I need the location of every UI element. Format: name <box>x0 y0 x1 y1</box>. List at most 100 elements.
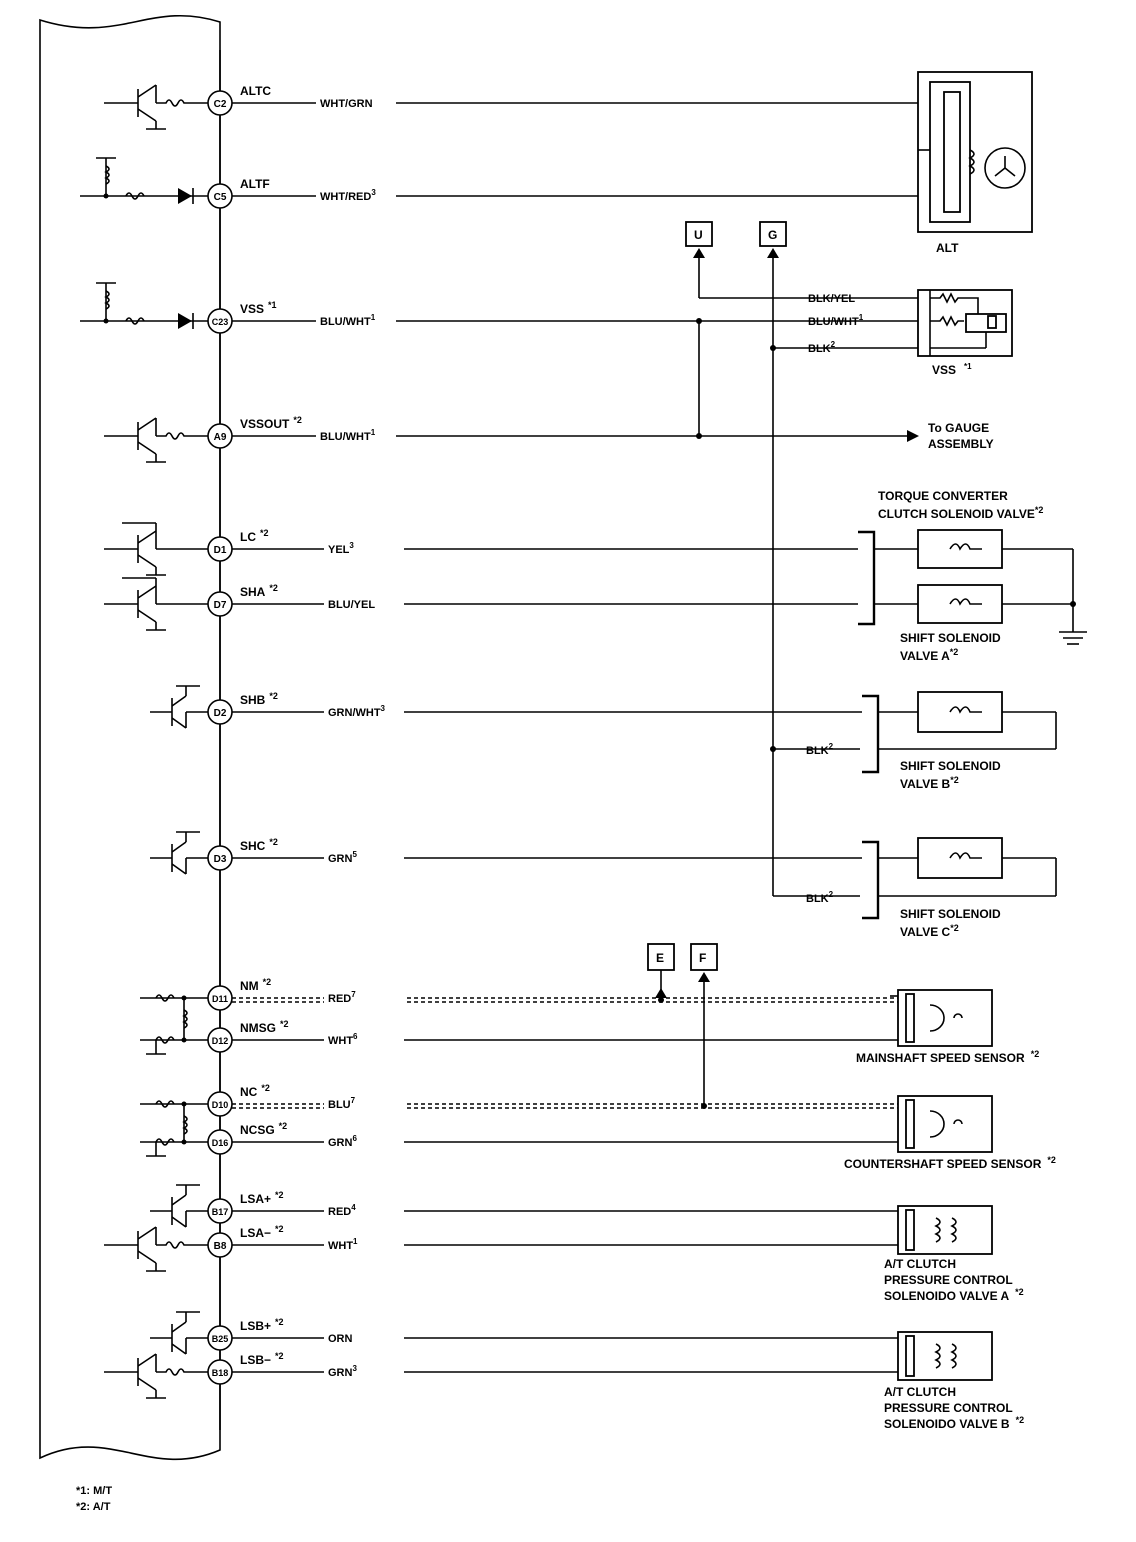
driver-rc <box>140 1100 208 1144</box>
wire-color: YEL3 <box>328 541 354 556</box>
pin-terminal: D7 <box>207 591 233 617</box>
signal-name: LSA−*2 <box>240 1224 284 1240</box>
pin-number: B25 <box>212 1334 229 1344</box>
connector-f: F <box>690 943 718 1109</box>
mainshaft-speed-sensor: MAINSHAFT SPEED SENSOR*2 <box>856 989 1039 1065</box>
pin-rows: C2ALTCWHT/GRNC5ALTFWHT/RED3C23VSS*1BLU/W… <box>207 84 918 1385</box>
pin-terminal: C23 <box>207 308 233 334</box>
pin-terminal: A9 <box>207 423 233 449</box>
wire-color: WHT1 <box>328 1237 358 1252</box>
pin-number: B8 <box>214 1241 227 1252</box>
shift-solenoid-b: BLK2 SHIFT SOLENOID VALVE B*2 <box>773 691 1057 791</box>
pin-terminal: D3 <box>207 845 233 871</box>
pin-terminal: D16 <box>207 1129 233 1155</box>
signal-name: ALTC <box>240 84 271 98</box>
lsa-solenoid: A/T CLUTCH PRESSURE CONTROL SOLENOIDO VA… <box>884 1205 1024 1303</box>
pin-terminal: B25 <box>207 1325 233 1351</box>
tcc-label-2: CLUTCH SOLENOID VALVE*2 <box>878 505 1043 521</box>
connector-f-label: F <box>699 951 706 965</box>
wire-color: GRN6 <box>328 1134 357 1149</box>
wire-color: BLU/YEL <box>328 599 375 611</box>
driver-pnp <box>150 831 208 875</box>
pin-terminal: D11 <box>207 985 233 1011</box>
signal-name: SHB*2 <box>240 691 278 707</box>
wire-color: WHT/RED3 <box>320 188 376 203</box>
signal-name: LSB−*2 <box>240 1351 284 1367</box>
pin-number: C5 <box>214 192 227 203</box>
driver-pnp <box>150 685 208 729</box>
pin-terminal: D2 <box>207 699 233 725</box>
driver-diode <box>80 282 208 329</box>
signal-name: LSB+*2 <box>240 1317 284 1333</box>
lsa-label-1: A/T CLUTCH <box>884 1257 956 1271</box>
vss-sensor-component: VSS*1 <box>917 289 1013 377</box>
connector-g: G <box>759 221 787 258</box>
pin-number: D16 <box>212 1138 229 1148</box>
pin-row: C2 ALTC WHT/GRN <box>207 84 918 116</box>
vss-wire-3: BLK2 <box>808 340 836 355</box>
lsa-label-2: PRESSURE CONTROL <box>884 1273 1013 1287</box>
signal-name: NM*2 <box>240 977 271 993</box>
pin-number: D3 <box>214 854 227 865</box>
shift-a-label-2: VALVE A*2 <box>900 647 958 663</box>
wire-color: WHT/GRN <box>320 98 373 110</box>
driver-rc <box>140 994 208 1038</box>
shift-b-label-2: VALVE B*2 <box>900 775 959 791</box>
wire-color: RED4 <box>328 1203 356 1218</box>
alternator-component: ALT <box>917 71 1033 255</box>
wire-color: RED7 <box>328 990 356 1005</box>
pin-number: B18 <box>212 1368 229 1378</box>
mainshaft-label: MAINSHAFT SPEED SENSOR*2 <box>856 1049 1039 1065</box>
driver-npn <box>104 84 208 130</box>
wire-color: WHT6 <box>328 1032 358 1047</box>
vss-wire-labels: BLK/YEL BLU/WHT1 BLK2 <box>808 293 864 355</box>
pin-number: D7 <box>214 600 227 611</box>
pin-number: D1 <box>214 545 227 556</box>
gauge-label-1: To GAUGE <box>928 421 989 435</box>
driver-rcg <box>140 1138 208 1157</box>
pin-terminal: C2 <box>207 90 233 116</box>
wire-color: BLU/WHT1 <box>320 313 376 328</box>
gauge-assembly-arrow: To GAUGE ASSEMBLY <box>907 421 994 451</box>
signal-name: LSA+*2 <box>240 1190 284 1206</box>
lsb-label-1: A/T CLUTCH <box>884 1385 956 1399</box>
driver-diode <box>80 157 208 204</box>
pin-number: D12 <box>212 1036 229 1046</box>
driver-npn <box>104 1353 208 1399</box>
wire-color: BLU7 <box>328 1096 356 1111</box>
tcc-label-1: TORQUE CONVERTER <box>878 489 1008 503</box>
countershaft-speed-sensor: COUNTERSHAFT SPEED SENSOR*2 <box>844 1095 1056 1171</box>
connector-g-label: G <box>768 228 777 242</box>
pin-number: A9 <box>214 432 227 443</box>
tcc-and-shift-a-group: TORQUE CONVERTER CLUTCH SOLENOID VALVE*2… <box>858 489 1087 663</box>
pin-terminal: D10 <box>207 1091 233 1117</box>
pin-terminal: C5 <box>207 183 233 209</box>
driver-pnp <box>150 1311 208 1355</box>
driver-npnT <box>104 522 208 576</box>
shift-c-label-1: SHIFT SOLENOID <box>900 907 1001 921</box>
signal-name: SHC*2 <box>240 837 278 853</box>
pin-terminal: D1 <box>207 536 233 562</box>
shift-c-ground-wire: BLK2 <box>806 890 834 905</box>
pin-number: D2 <box>214 708 227 719</box>
pin-terminal: B18 <box>207 1359 233 1385</box>
shift-solenoid-c: BLK2 SHIFT SOLENOID VALVE C*2 <box>773 837 1057 939</box>
wire-color: BLU/WHT1 <box>320 428 376 443</box>
pin-terminal: D12 <box>207 1027 233 1053</box>
vss-wire-1: BLK/YEL <box>808 293 855 305</box>
signal-name: NMSG*2 <box>240 1019 289 1035</box>
pin-number: B17 <box>212 1207 229 1217</box>
gauge-label-2: ASSEMBLY <box>928 437 994 451</box>
internal-driver-circuits <box>80 84 208 1399</box>
shift-b-label-1: SHIFT SOLENOID <box>900 759 1001 773</box>
